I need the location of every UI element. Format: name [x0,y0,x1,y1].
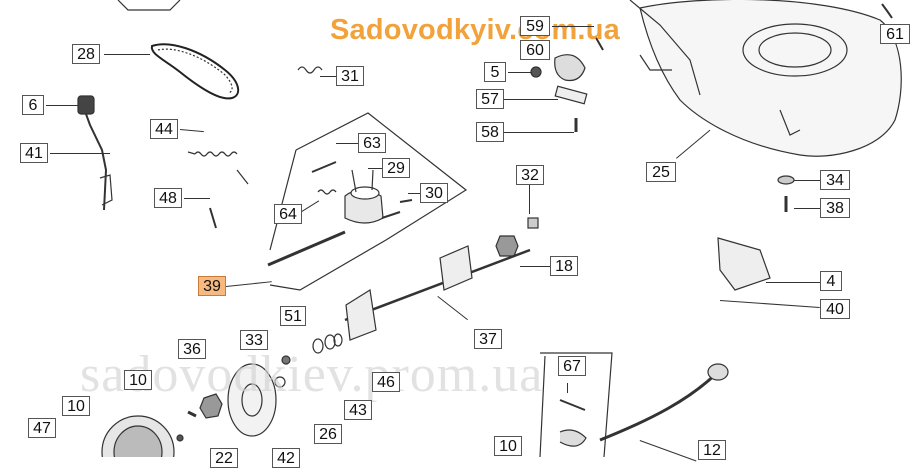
background-watermark: sadovodkiev.prom.ua [80,346,544,403]
leader-6 [46,105,78,106]
part-label-28: 28 [72,44,100,64]
rear-flap [717,237,771,291]
parts-drawing [77,0,902,457]
part-label-4: 4 [820,271,842,291]
part-label-18: 18 [550,256,578,276]
part-label-29: 29 [382,158,410,178]
part-label-59: 59 [520,16,550,36]
part-label-57: 57 [476,89,504,109]
part-label-34: 34 [820,170,850,190]
pulley [554,54,586,82]
leader-31 [320,76,336,77]
leader-5 [508,72,532,73]
part-label-30: 30 [420,183,448,203]
part-label-25: 25 [646,162,676,182]
part-label-10-c: 10 [494,436,522,456]
spring-44 [194,151,238,157]
leader-29 [368,168,382,169]
leader-63 [336,143,360,144]
part-label-32: 32 [516,165,544,185]
part-label-64: 64 [274,204,302,224]
top-cover-part [117,0,181,11]
leader-58 [504,132,574,133]
leader-57 [504,99,558,100]
part-label-6: 6 [22,95,44,115]
leader-4 [766,282,820,283]
part-label-47: 47 [28,418,56,438]
part-label-41: 41 [20,143,48,163]
leader-38 [794,208,820,209]
part-label-38: 38 [820,198,850,218]
leader-34 [794,180,820,181]
part-label-60: 60 [520,40,550,60]
part-label-10-a: 10 [124,370,152,390]
part-label-5: 5 [484,62,506,82]
leader-18 [520,266,550,267]
part-label-58: 58 [476,122,504,142]
part-label-48: 48 [154,188,182,208]
part-label-67: 67 [558,356,586,376]
leader-59 [552,26,594,27]
part-label-44: 44 [150,119,178,139]
spring-31 [297,66,323,74]
exploded-parts-diagram: Sadovodkyiv.com.ua sadovodkiev.prom.ua 2… [20,0,910,468]
part-label-46: 46 [372,372,400,392]
part-label-37: 37 [474,329,502,349]
part-label-63: 63 [358,133,386,153]
part-label-22: 22 [210,448,238,468]
handle-group [540,352,613,457]
pin-48 [209,207,217,229]
part-label-51: 51 [280,306,306,326]
part-label-10-b: 10 [62,396,90,416]
part-label-26: 26 [314,424,342,444]
drive-shaft [267,230,346,267]
lever-arm [85,113,108,211]
leader-48 [184,198,210,199]
part-label-12: 12 [698,440,726,460]
leader-41 [50,153,110,154]
axle [344,248,531,322]
leader-67 [567,383,568,393]
brand-watermark: Sadovodkyiv.com.ua [330,14,620,46]
pedal-pad [77,95,95,115]
part-label-39: 39 [198,276,226,296]
part-label-43: 43 [344,400,372,420]
part-label-31: 31 [336,66,364,86]
part-label-42: 42 [272,448,300,468]
drive-belt [150,43,240,100]
leader-28 [104,54,150,55]
group-39-outline [269,112,468,291]
mower-deck [639,0,902,157]
part-label-33: 33 [240,330,268,350]
part-label-40: 40 [820,299,850,319]
drive-wheel-pulley [227,363,277,437]
leader-30 [408,193,420,194]
part-label-61: 61 [880,24,910,44]
leader-32 [529,184,530,214]
pinion-18 [495,235,519,257]
part-label-36: 36 [178,339,206,359]
